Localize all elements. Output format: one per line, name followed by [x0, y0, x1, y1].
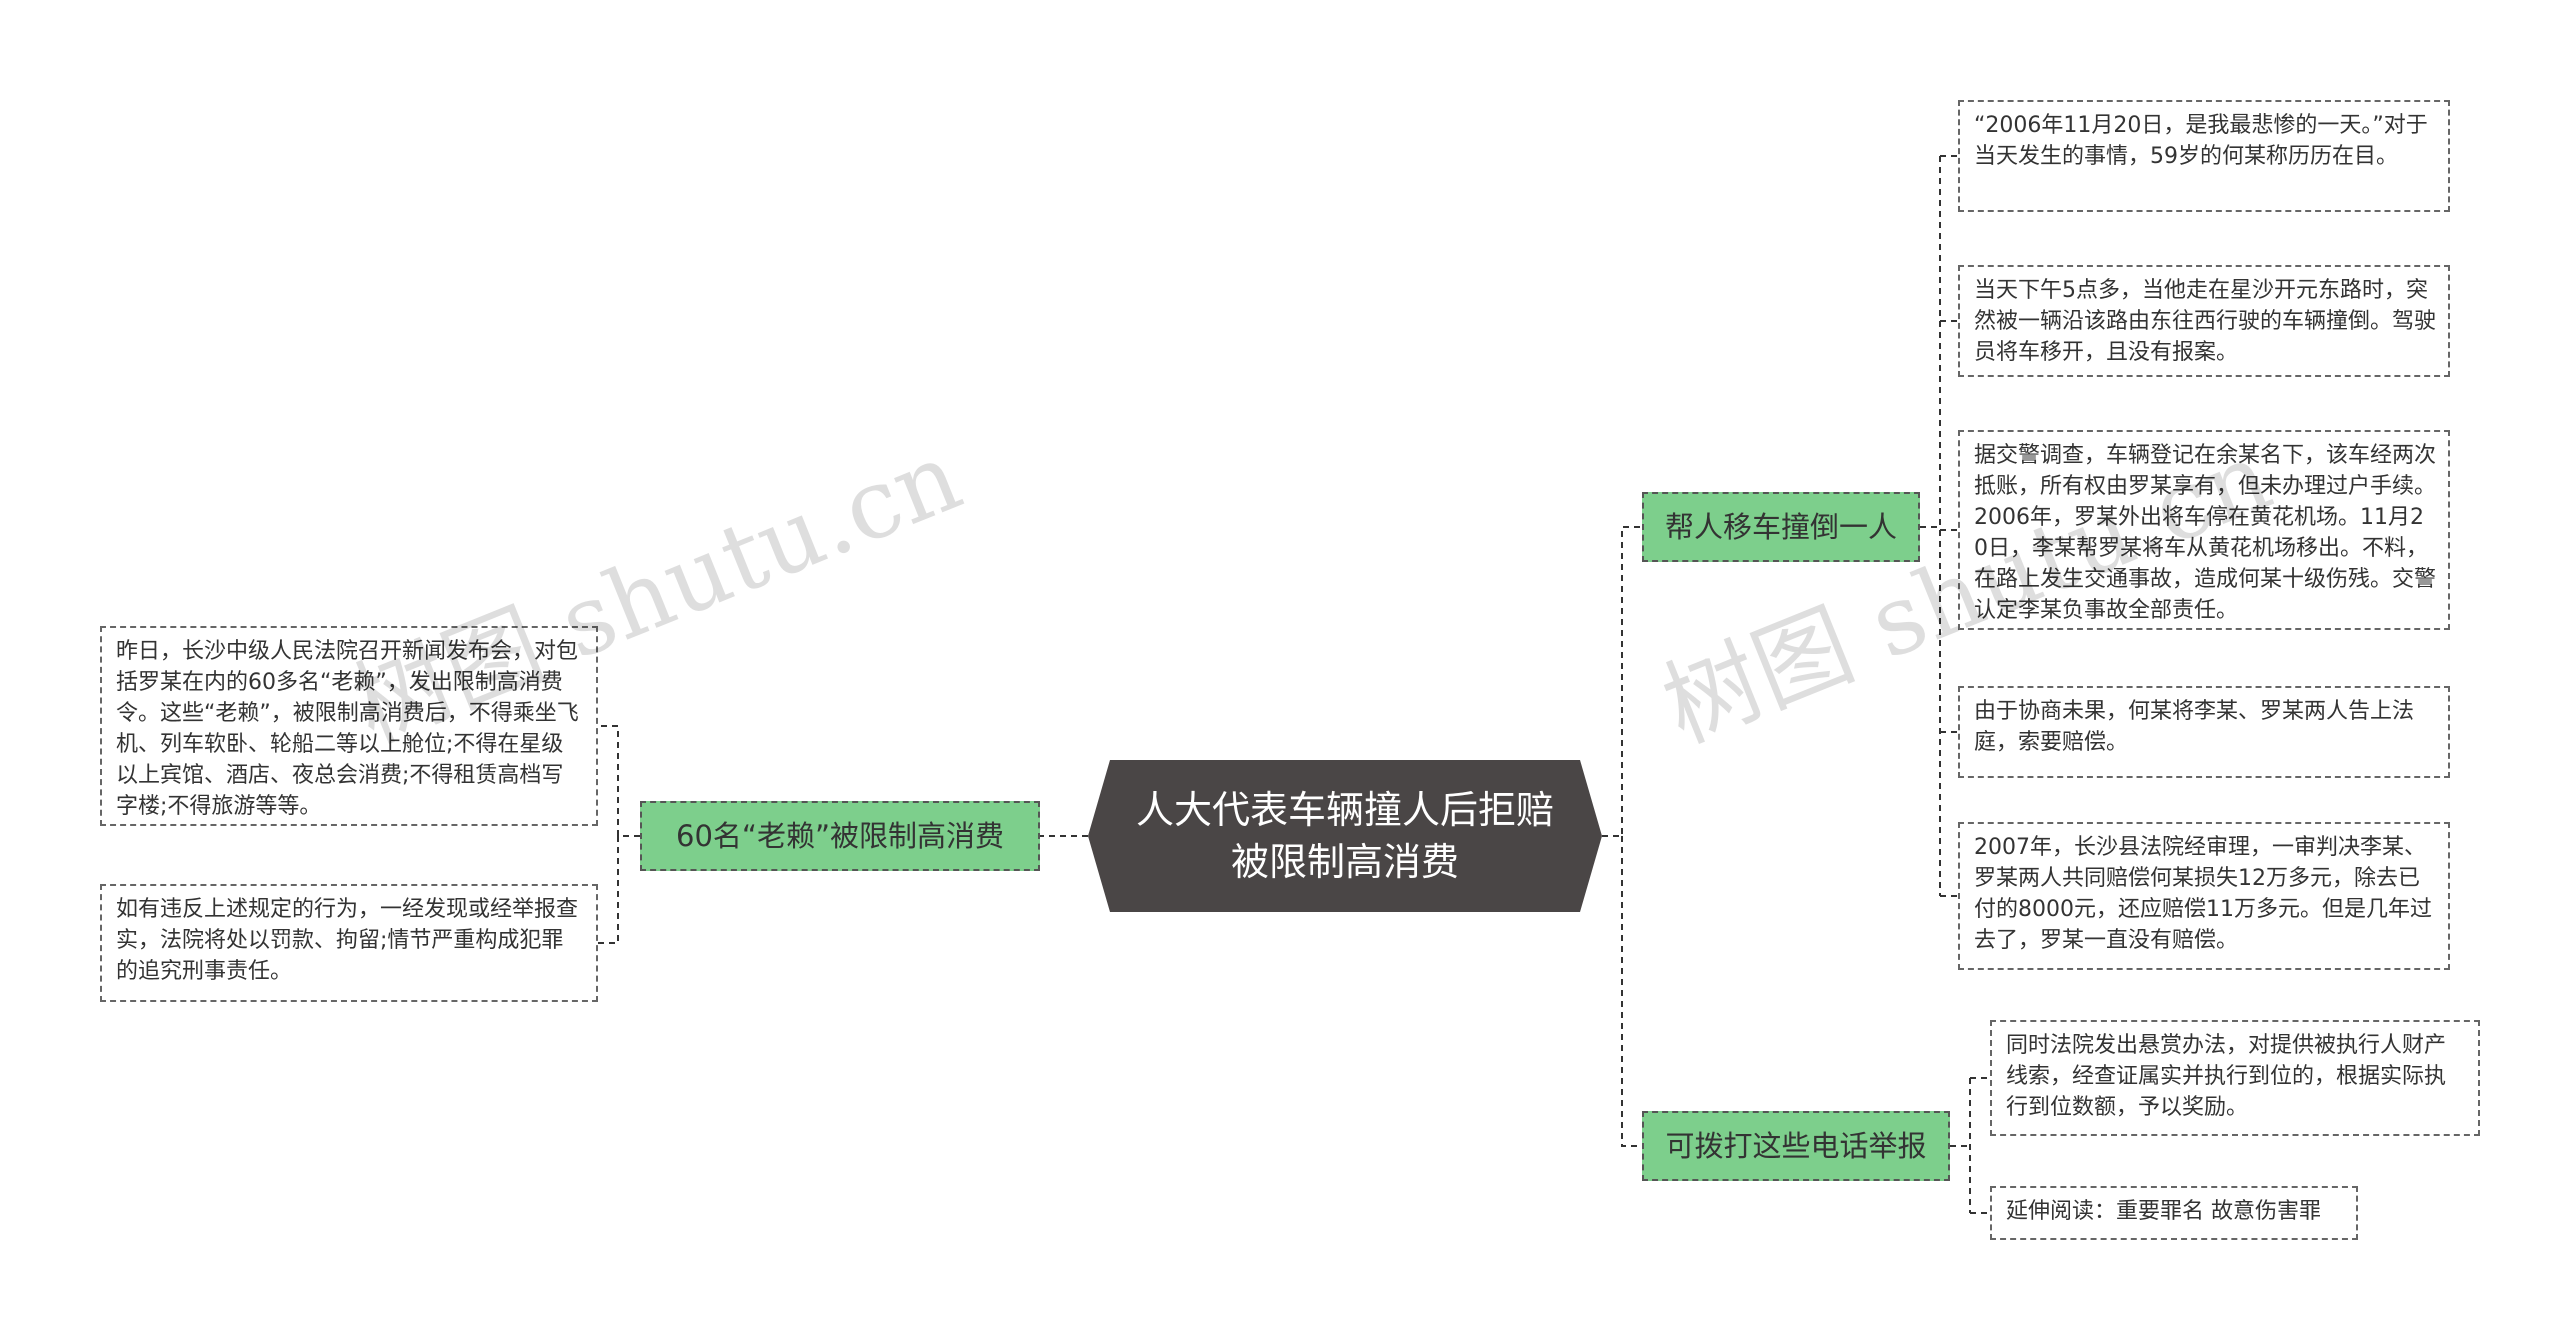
root-topic[interactable]: 人大代表车辆撞人后拒赔被限制高消费: [1088, 760, 1602, 912]
branch-label: 帮人移车撞倒一人: [1664, 510, 1897, 544]
leaf-further-reading[interactable]: 延伸阅读：重要罪名 故意伤害罪: [1990, 1186, 2358, 1240]
leaf-text: 昨日，长沙中级人民法院召开新闻发布会，对包括罗某在内的60多名“老赖”，发出限制…: [116, 639, 579, 819]
branch-report-hotline[interactable]: 可拨打这些电话举报: [1642, 1111, 1950, 1181]
link-left-leaves: [598, 725, 640, 944]
leaf-text: 当天下午5点多，当他走在星沙开元东路时，突然被一辆沿该路由东往西行驶的车辆撞倒。…: [1974, 278, 2437, 365]
leaf-text: 如有违反上述规定的行为，一经发现或经举报查实，法院将处以罚款、拘留;情节严重构成…: [116, 897, 579, 984]
branch-label: 可拨打这些电话举报: [1665, 1129, 1927, 1163]
leaf-reward-policy[interactable]: 同时法院发出悬赏办法，对提供被执行人财产线索，经查证属实并执行到位的，根据实际执…: [1990, 1020, 2480, 1136]
leaf-press-conference[interactable]: 昨日，长沙中级人民法院召开新闻发布会，对包括罗某在内的60多名“老赖”，发出限制…: [100, 626, 598, 826]
link-root-right: [1602, 526, 1642, 1147]
leaf-lawsuit[interactable]: 由于协商未果，何某将李某、罗某两人告上法庭，索要赔偿。: [1958, 686, 2450, 778]
leaf-text: 2007年，长沙县法院经审理，一审判决李某、罗某两人共同赔偿何某损失12万多元，…: [1974, 835, 2432, 953]
leaf-police-investigation[interactable]: 据交警调查，车辆登记在余某名下，该车经两次抵账，所有权由罗某享有，但未办理过户手…: [1958, 430, 2450, 630]
leaf-text: 由于协商未果，何某将李某、罗某两人告上法庭，索要赔偿。: [1974, 699, 2415, 755]
branch-move-car-accident[interactable]: 帮人移车撞倒一人: [1642, 492, 1920, 562]
branch-label: 60名“老赖”被限制高消费: [676, 819, 1004, 853]
leaf-worst-day[interactable]: “2006年11月20日，是我最悲惨的一天。”对于当天发生的事情，59岁的何某称…: [1958, 100, 2450, 212]
link-right-bottom-leaves: [1950, 1077, 1990, 1214]
leaf-text: 延伸阅读：重要罪名 故意伤害罪: [2006, 1199, 2321, 1224]
leaf-text: 同时法院发出悬赏办法，对提供被执行人财产线索，经查证属实并执行到位的，根据实际执…: [2006, 1033, 2447, 1120]
leaf-text: “2006年11月20日，是我最悲惨的一天。”对于当天发生的事情，59岁的何某称…: [1974, 113, 2428, 169]
leaf-hit-by-car[interactable]: 当天下午5点多，当他走在星沙开元东路时，突然被一辆沿该路由东往西行驶的车辆撞倒。…: [1958, 265, 2450, 377]
leaf-text: 据交警调查，车辆登记在余某名下，该车经两次抵账，所有权由罗某享有，但未办理过户手…: [1974, 443, 2437, 623]
root-topic-text: 人大代表车辆撞人后拒赔被限制高消费: [1135, 788, 1554, 884]
leaf-violation-penalty[interactable]: 如有违反上述规定的行为，一经发现或经举报查实，法院将处以罚款、拘留;情节严重构成…: [100, 884, 598, 1002]
leaf-court-ruling[interactable]: 2007年，长沙县法院经审理，一审判决李某、罗某两人共同赔偿何某损失12万多元，…: [1958, 822, 2450, 970]
branch-high-consumption-limit[interactable]: 60名“老赖”被限制高消费: [640, 801, 1040, 871]
